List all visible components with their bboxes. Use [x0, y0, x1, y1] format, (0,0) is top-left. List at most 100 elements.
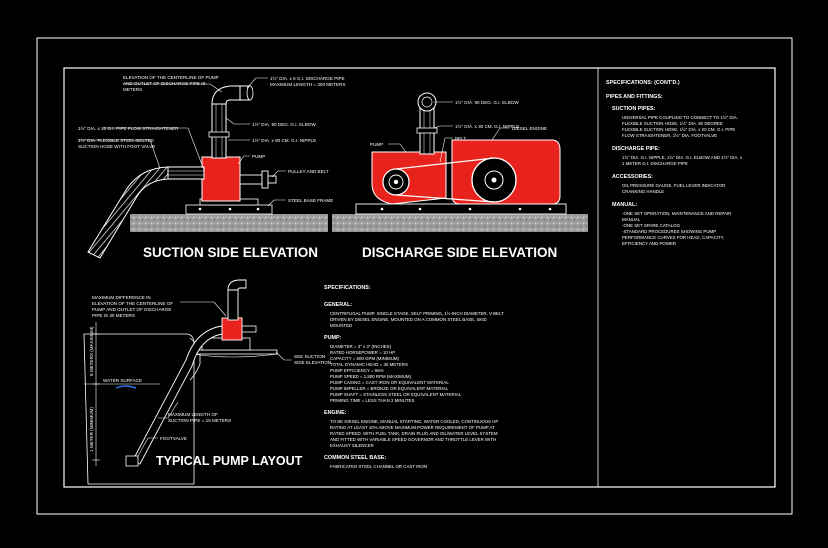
suction-nipple-label: 1½" DIA. x 80 CM. G.I. NIPPLE	[252, 137, 316, 143]
layout-water-surface-label: WATER SURFACE	[103, 378, 142, 383]
specifications-continued: SPECIFICATIONS: (CONT'D.) PIPES AND FITT…	[606, 80, 743, 246]
suction-flexible-hose	[87, 166, 169, 259]
layout-max-diff-3: PUMP AND OUTLET OF DISCHARGE	[92, 307, 171, 312]
spec2-manual-line: -ONE SET SPARE CATALOG	[622, 223, 681, 228]
spec-pump-line: CAPACITY = 600 GPM (MINIMUM)	[330, 356, 400, 361]
layout-max-suction-2: SUCTION PIPE = 15 METERS	[168, 418, 231, 423]
suction-ground	[130, 214, 328, 232]
suction-side-elevation	[87, 85, 328, 259]
spec-base-line: FABRICATED STEEL CHANNEL OR CAST IRON	[330, 464, 427, 469]
spec-engine-line: EXHAUST SILENCER	[330, 443, 374, 448]
layout-dim-lower: 1 METER (MINIMUM)	[89, 407, 94, 452]
suction-discharge-pipe-label: 1½" DIA. x 6 G.I. DISCHARGE PIPE	[270, 75, 345, 81]
inner-border	[63, 67, 776, 488]
spec-engine-heading: ENGINE:	[324, 410, 347, 416]
spec-pump-line: PUMP EFFICIENCY = 65%	[330, 368, 384, 373]
layout-max-diff-2: ELEVATION OF THE CENTERLINE OF	[92, 301, 173, 306]
spec2-manual-line: -STANDARD PROCEDURES SHOWING PUMP	[622, 229, 716, 234]
suction-leaders	[78, 77, 286, 207]
spec2-suction-line: FLEXIBLE SUCTION HOSE, 1½" DIA. x 20 CM.…	[622, 127, 735, 132]
suction-title: SUCTION SIDE ELEVATION	[143, 245, 318, 260]
spec2-accessories-line: CRANKING HANDLE	[622, 189, 664, 194]
discharge-elbow-label: 1½" DIA. 90 DEG. G.I. ELBOW	[455, 99, 519, 105]
typical-pump-layout	[83, 279, 292, 485]
layout-dim-upper: 8 METERS (MAXIMUM)	[89, 326, 94, 376]
suction-coupling	[208, 131, 230, 138]
spec2-suction-heading: SUCTION PIPES:	[612, 106, 656, 112]
spec2-discharge-line: 1 METER G.I. DISCHARGE PIPE	[622, 161, 688, 166]
layout-max-diff-4: PIPE IS 30 METERS	[92, 313, 135, 318]
discharge-pump-label: PUMP	[370, 142, 383, 147]
spec2-heading: SPECIFICATIONS: (CONT'D.)	[606, 80, 680, 86]
specifications-main: SPECIFICATIONS: GENERAL: CENTRIFUGAL PUM…	[324, 285, 504, 469]
spec-pump-line: PUMP CASING = CAST IRON OR EQUIVALENT MA…	[330, 380, 449, 385]
spec2-manual-line: MANUAL	[622, 217, 641, 222]
suction-pulley	[261, 170, 269, 189]
spec2-suction-line: FLEXIBLE SUCTION HOSE, 1½" DIA. 90 DEGRE…	[622, 121, 723, 126]
spec-pump-line: PUMP IMPELLER = BRONZE OR EQUIVALENT MAT…	[330, 386, 449, 391]
suction-discharge-nipple	[211, 103, 227, 159]
layout-footvalve	[125, 455, 139, 467]
layout-title: TYPICAL PUMP LAYOUT	[156, 454, 303, 468]
suction-frame-label: STEEL BASE FRAME	[288, 198, 333, 203]
spec-pump-line: RATED HORSEPOWER = 10 HP	[330, 350, 395, 355]
layout-see-label-1: SEE SUCTION	[294, 354, 325, 359]
spec-pump-line: PUMP SHAFT = STAINLESS STEEL OR EQUIVALE…	[330, 392, 462, 397]
discharge-ground	[332, 214, 588, 232]
suction-elevation-note-3: METERS	[123, 87, 142, 92]
layout-max-suction-1: MAXIMUM LENGTH OF	[168, 412, 218, 417]
discharge-belt-label: BELT	[455, 136, 466, 141]
spec2-accessories-heading: ACCESSORIES:	[612, 174, 653, 180]
suction-pump-label: PUMP	[252, 154, 265, 159]
spec2-suction-line: UNIVERSAL PIPE COUPLING TO CONNECT TO 1½…	[622, 115, 738, 120]
layout-pump-body	[221, 317, 243, 341]
spec-pump-heading: PUMP:	[324, 335, 342, 341]
layout-suction-hose	[131, 325, 223, 465]
spec-pump-line: TOTAL DYNAMIC HEAD = 30 METERS	[330, 362, 408, 367]
layout-water-mark	[115, 385, 137, 389]
suction-discharge-length-label: MAXIMUM LENGTH = 300 METERS	[270, 82, 345, 87]
spec-engine-line: RATED SPEED, WITH FUEL TANK, DRAIN PLUG …	[330, 431, 498, 436]
discharge-side-elevation	[332, 92, 588, 232]
discharge-leaders	[388, 101, 510, 163]
spec2-fittings-heading: PIPES AND FITTINGS:	[606, 94, 663, 100]
outer-border	[36, 37, 793, 515]
layout-discharge-pipe	[227, 289, 239, 321]
spec2-accessories-line: OIL PRESSURE GAUGE, FUEL LEVER INDICATOR	[622, 183, 725, 188]
layout-max-diff-1: MAXIMUM DIFFERENCE IN	[92, 295, 151, 300]
spec2-manual-line: PERFORMANCE CURVES FOR HEAD, CAPACITY,	[622, 235, 724, 240]
spec2-manual-line: -ONE SET OPERATION, MAINTENANCE AND REPA…	[622, 211, 731, 216]
spec-heading: SPECIFICATIONS:	[324, 285, 371, 291]
spec2-suction-line: FLOW STRAIGHTENER, 1½" DIA. FOOTVALVE	[622, 133, 717, 138]
layout-footvalve-label: FOOTVALVE	[160, 436, 187, 441]
spec-general-line: CENTRIFUGAL PUMP, SINGLE STAGE, SELF PRI…	[330, 311, 504, 316]
spec2-discharge-heading: DISCHARGE PIPE:	[612, 146, 660, 152]
spec2-manual-heading: MANUAL:	[612, 202, 637, 208]
suction-pulley-label: PULLEY AND BELT	[288, 169, 329, 174]
spec2-discharge-line: 1½" DIA. G.I. NIPPLE, 1½" DIA. G.I. ELBO…	[622, 155, 743, 160]
discharge-title: DISCHARGE SIDE ELEVATION	[362, 245, 557, 260]
discharge-engine-label: DIESEL ENGINE	[512, 126, 547, 131]
discharge-belt-bottom	[395, 194, 495, 203]
suction-hose-label-2: SUCTION HOSE WITH FOOT VALVE	[78, 144, 155, 149]
discharge-belt-top	[395, 157, 495, 170]
suction-elevation-note-1: ELEVATION OF THE CENTERLINE OF PUMP	[123, 75, 219, 80]
suction-elbow	[211, 85, 241, 105]
spec-pump-line: DIAMETER = 3" x 3" (INCHES)	[330, 344, 392, 349]
spec-engine-line: RATING AT LEAST 10% ABOVE MAXIMUM POWER …	[330, 425, 495, 430]
suction-straightener-label: 1½" DIA. x 20 G.I. PIPE FLOW STRAIGHTENE…	[78, 125, 179, 131]
suction-elevation-note-2: AND OUTLET OF DISCHARGE PIPE IS	[123, 81, 206, 86]
suction-inlet-pipe	[167, 166, 205, 180]
discharge-nipple-label: 1½" DIA. x 30 CM. G.I. NIPPLE	[455, 123, 519, 129]
suction-hose-label-1: 1½" DIA. FLEXIBLE STEEL-BELTED	[78, 137, 155, 143]
spec-base-heading: COMMON STEEL BASE:	[324, 455, 386, 461]
spec-pump-line: PRIMING TIME = LESS THAN 2 MINUTES	[330, 398, 414, 403]
spec-engine-line: AND FITTED WITH VARIABLE SPEED GOVERNOR …	[330, 437, 496, 442]
layout-bank-outline	[83, 333, 195, 485]
discharge-base-frame	[355, 203, 567, 215]
spec-pump-line: PUMP SPEED = 1,800 RPM (MAXIMUM)	[330, 374, 412, 379]
spec-general-line: DRIVEN BY DIESEL ENGINE, MOUNTED ON A CO…	[330, 317, 487, 322]
suction-shaft	[239, 174, 263, 185]
suction-elbow-label: 1½" DIA. 90 DEG. G.I. ELBOW	[252, 121, 316, 127]
